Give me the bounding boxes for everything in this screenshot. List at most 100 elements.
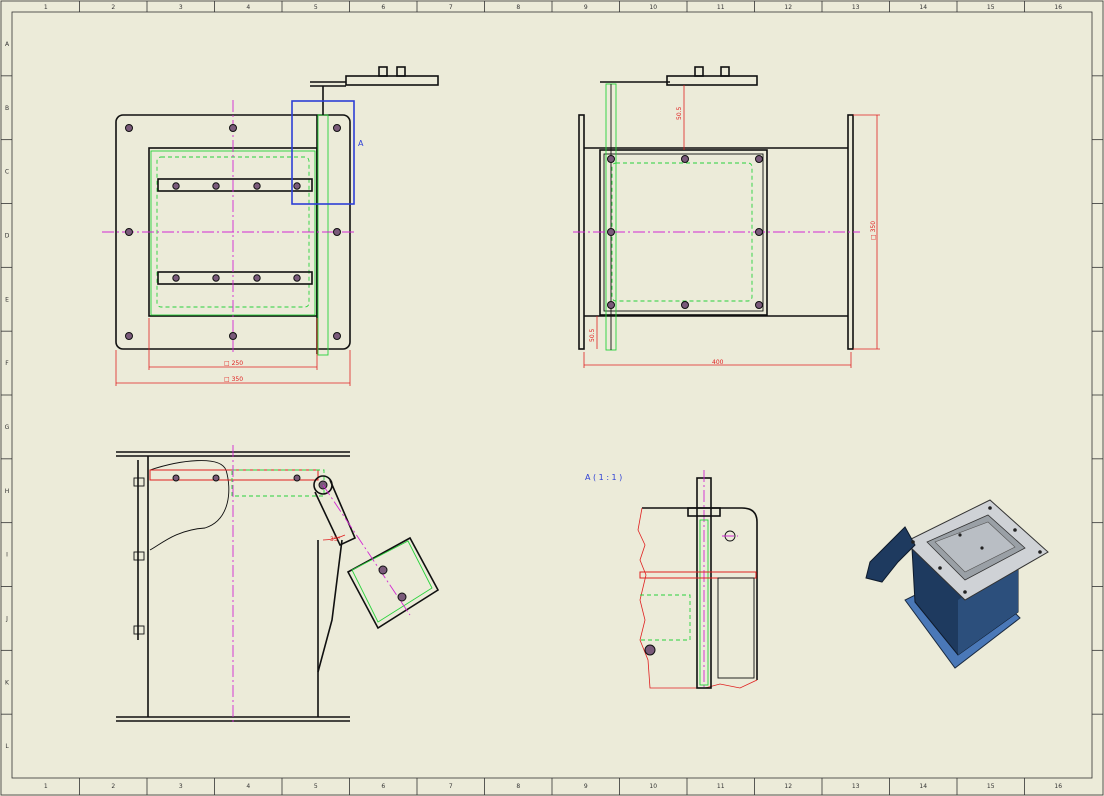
front-view-rib-top: [157, 178, 313, 192]
section-view-break-line: [149, 460, 230, 551]
zone-label: 1: [44, 4, 48, 11]
zone-label: I: [6, 552, 8, 559]
detail-view-weld-strip: [699, 519, 709, 686]
dim-handle-offset: 50.5: [676, 106, 683, 120]
zone-label: 12: [784, 783, 792, 790]
zone-label: 8: [516, 783, 520, 790]
side-view-frame-inner: [603, 153, 764, 312]
section-view-bolts: [133, 474, 301, 635]
zone-label: 15: [987, 783, 995, 790]
zone-label: A: [5, 41, 10, 48]
zone-label: 6: [381, 4, 385, 11]
detail-view-hidden-edge: [640, 594, 691, 641]
zone-label: 2: [111, 4, 115, 11]
section-view: 35°: [116, 445, 440, 725]
front-view: A □ 250 □ 350: [102, 66, 439, 386]
front-view-flange-holes: [125, 124, 341, 340]
zone-label: 7: [449, 4, 453, 11]
isometric-model: [865, 499, 1049, 669]
zone-label: 8: [516, 4, 520, 11]
dim-side-height: □ 350: [870, 221, 877, 240]
zone-label: 12: [784, 4, 792, 11]
front-view-rib-bottom: [157, 271, 313, 285]
side-view-bolts: [607, 155, 763, 309]
zone-label: 16: [1054, 783, 1062, 790]
dim-side-length: 400: [712, 359, 724, 366]
zone-ruler-right: [1092, 75, 1103, 715]
zone-label: 7: [449, 783, 453, 790]
detail-view-bolt: [644, 644, 656, 656]
detail-view: A ( 1 : 1 ): [585, 470, 758, 690]
side-view-lever-knob-1: [694, 66, 704, 77]
zone-label: 10: [649, 4, 657, 11]
front-view-lever-knob-1: [378, 66, 388, 77]
zone-label: H: [5, 488, 10, 495]
zone-label: B: [5, 105, 9, 112]
detail-view-plate-outline: [642, 507, 758, 680]
zone-label: 16: [1054, 4, 1062, 11]
zone-label: 1: [44, 783, 48, 790]
zone-label: 3: [179, 783, 183, 790]
zone-label: 2: [111, 783, 115, 790]
zone-label: F: [5, 360, 9, 367]
section-view-counterweight: [346, 536, 440, 630]
section-view-counterweight-hidden: [351, 540, 433, 623]
side-view-lever: [666, 75, 758, 86]
section-view-arm-axis: [322, 484, 411, 616]
detail-view-angle: [717, 577, 755, 679]
model-body-side: [958, 560, 1018, 655]
zone-label: 13: [852, 4, 860, 11]
detail-view-collar: [687, 507, 721, 517]
front-view-rib-bolts: [172, 182, 301, 282]
zone-label: J: [5, 615, 8, 622]
side-view-frame: [599, 149, 768, 316]
model-lever: [865, 526, 916, 583]
zone-label: G: [5, 424, 10, 431]
detail-view-title: A ( 1 : 1 ): [585, 473, 622, 482]
front-view-shaft: [317, 114, 329, 356]
zone-label: E: [5, 296, 9, 303]
front-view-lever-knob-2: [396, 66, 406, 77]
zone-label: 9: [584, 783, 588, 790]
zone-label: L: [5, 743, 9, 750]
detail-a-marker: A: [358, 139, 364, 148]
side-view-lever-knob-2: [720, 66, 730, 77]
zone-label: 13: [852, 783, 860, 790]
side-view: 400 □ 350 50.5 50.5: [573, 66, 880, 368]
section-view-weight-bolt-1: [378, 565, 388, 575]
model-bolts: [911, 506, 1042, 594]
zone-label: 14: [919, 4, 927, 11]
sheet-inner-border: [11, 11, 1093, 779]
zone-label: 9: [584, 4, 588, 11]
dim-angle: 35°: [330, 536, 341, 543]
model-blade: [934, 521, 1016, 573]
zone-label: 15: [987, 4, 995, 11]
zone-label: 11: [717, 783, 725, 790]
section-view-arm: [314, 479, 357, 547]
detail-view-break-line: [637, 507, 758, 689]
dim-inner-square: □ 250: [224, 360, 243, 367]
zone-label: 5: [314, 783, 318, 790]
section-view-wall-taper: [317, 539, 343, 673]
zone-label: 5: [314, 4, 318, 11]
zone-label: K: [5, 679, 10, 686]
zone-label: 4: [246, 4, 250, 11]
section-view-weight-bolt-2: [397, 592, 407, 602]
dim-outer-square: □ 350: [224, 376, 243, 383]
front-view-dimensions: [115, 318, 351, 386]
zone-label: 3: [179, 4, 183, 11]
zone-label: D: [5, 232, 10, 239]
zone-label: 11: [717, 4, 725, 11]
zone-label: 14: [919, 783, 927, 790]
detail-a-box: [291, 100, 355, 205]
side-view-dimensions: [583, 85, 880, 368]
zone-ruler-left: A B C D E F G H I J K L: [1, 41, 12, 750]
zone-label: 4: [246, 783, 250, 790]
front-view-lever: [345, 75, 439, 86]
zone-label: C: [5, 169, 9, 176]
detail-view-frame-bar: [639, 571, 757, 579]
